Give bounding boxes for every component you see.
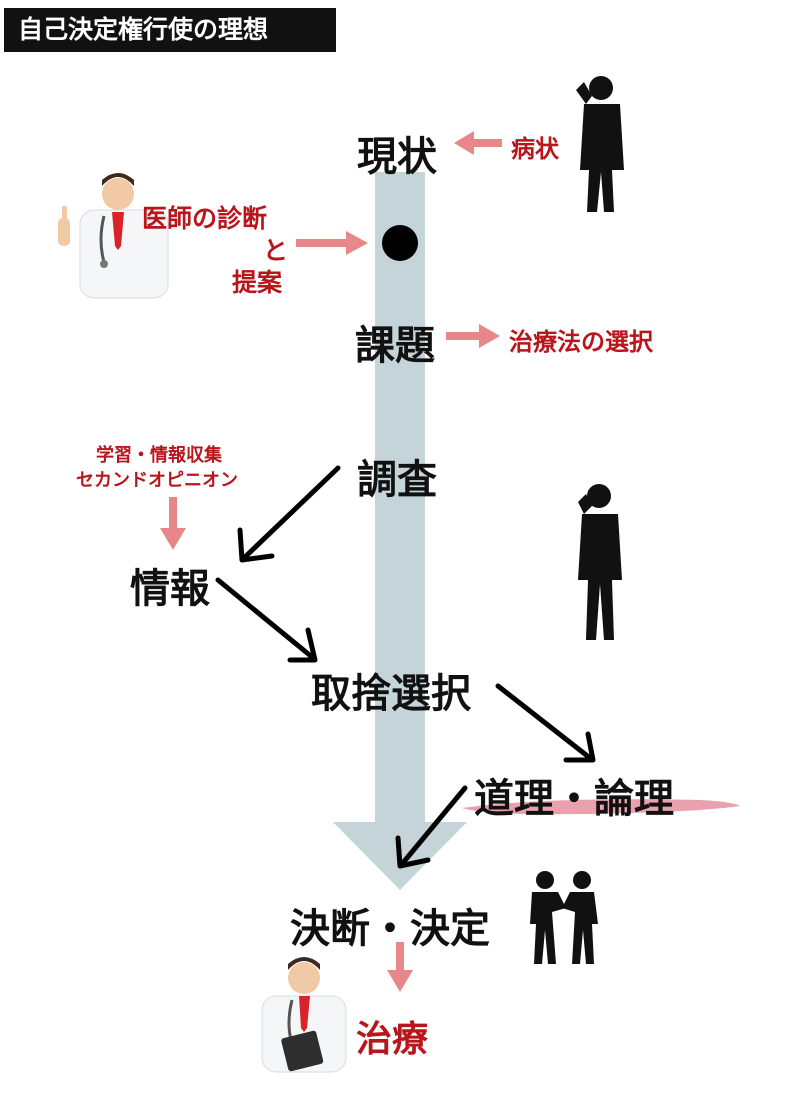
spine-arrow-shaft [375, 172, 425, 822]
arrow-joho-to-shusha [215, 577, 315, 660]
black-arrows [215, 465, 596, 869]
byojo-arrow [454, 131, 502, 155]
shindan-arrow [296, 231, 368, 255]
arrow-dori-to-ketsudan [399, 785, 468, 867]
sentaku-arrow [446, 324, 500, 348]
note-shindan-1: 医師の診断 [142, 204, 268, 233]
note-gakushu-1: 学習・情報収集 [96, 445, 222, 466]
arrow-shusha-to-dori [495, 683, 593, 761]
note-sentaku: 治療法の選択 [509, 327, 653, 356]
note-shindan-3: 提案 [232, 268, 283, 297]
flow-shusha: 取捨選択 [311, 671, 471, 717]
note-gakushu-2: セカンドオピニオン [76, 470, 238, 491]
note-shindan-2: と [263, 236, 289, 265]
flow-genjo: 現状 [357, 134, 437, 180]
man-on-phone-icon-2 [578, 484, 622, 640]
chiryo-arrow [387, 942, 413, 992]
flow-chiryo: 治療 [356, 1018, 429, 1060]
brush-stroke [462, 799, 740, 815]
diagnosis-dot [382, 225, 418, 261]
note-byojo: 病状 [511, 134, 559, 163]
flow-kadai: 課題 [355, 323, 435, 369]
flow-ketsudan: 決断・決定 [290, 906, 490, 952]
doctor-icon [58, 173, 169, 299]
flow-chosa: 調査 [357, 457, 437, 503]
arrow-chosa-to-joho [242, 465, 341, 560]
flow-joho: 情報 [130, 566, 210, 612]
gakushu-arrow [160, 497, 186, 550]
doctor-with-clipboard-icon [261, 957, 347, 1073]
man-on-phone-icon [576, 76, 624, 212]
page-title: 自己決定権行使の理想 [4, 8, 336, 52]
handshake-icon [530, 871, 598, 964]
flow-dori: 道理・論理 [474, 776, 674, 822]
